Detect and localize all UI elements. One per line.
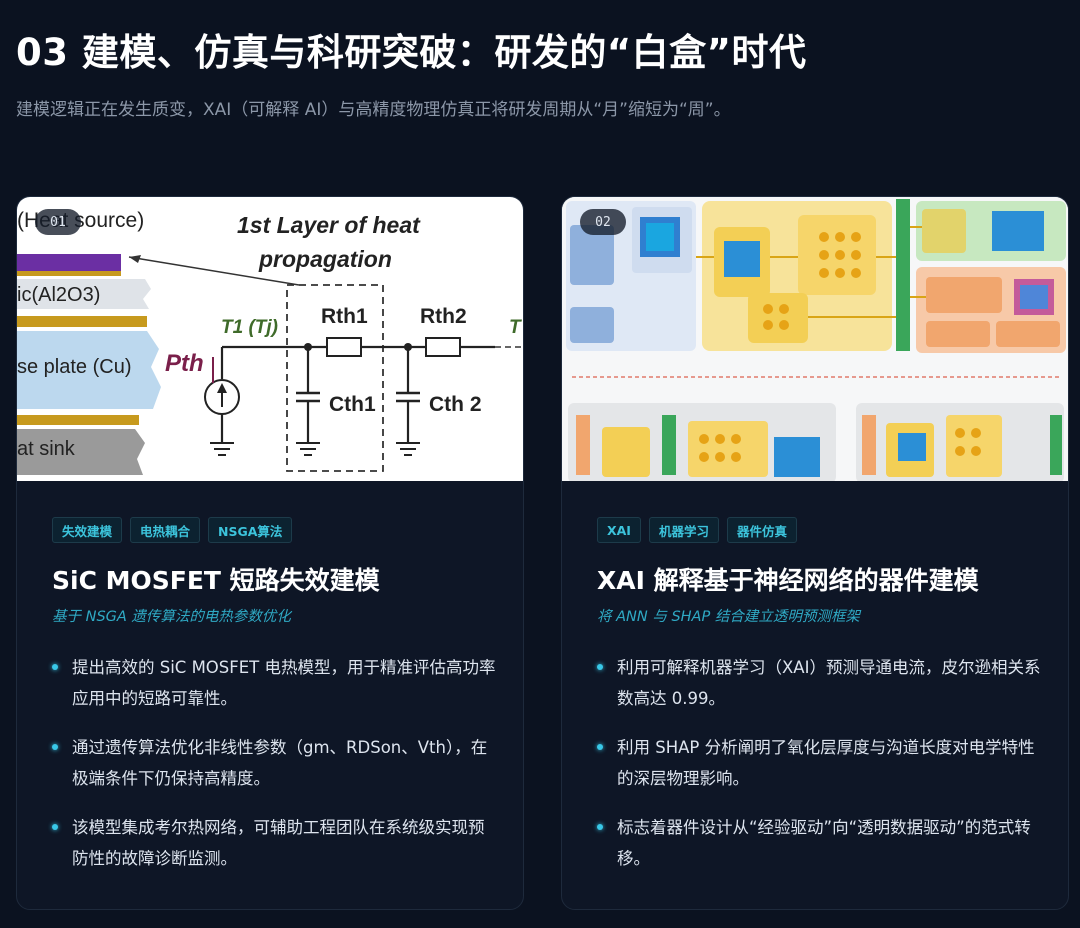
tag: 电热耦合 bbox=[130, 517, 201, 543]
card-title: XAI 解释基于神经网络的器件建模 bbox=[597, 566, 979, 595]
tag: 失效建模 bbox=[52, 517, 123, 543]
bullet-dot-icon bbox=[52, 664, 58, 670]
xai-framework-figure: 02 bbox=[562, 197, 1068, 481]
bullet-item: 提出高效的 SiC MOSFET 电热模型，用于精准评估高功率应用中的短路可靠性… bbox=[52, 652, 497, 714]
cth1-label: Cth1 bbox=[329, 393, 376, 416]
card-sic-mosfet[interactable]: (Heat source) ic(Al2O3) se plate (Cu) at… bbox=[16, 196, 524, 910]
tag: NSGA算法 bbox=[208, 517, 293, 543]
bullet-item: 利用可解释机器学习（XAI）预测导通电流，皮尔逊相关系数高达 0.99。 bbox=[597, 652, 1042, 714]
card-xai-device-modeling[interactable]: 02 XAI 机器学习 器件仿真 XAI 解释基于神经网络的器件建模 将 ANN… bbox=[561, 196, 1069, 910]
bullet-item: 标志着器件设计从“经验驱动”向“透明数据驱动”的范式转移。 bbox=[597, 812, 1042, 874]
card-number-badge: 01 bbox=[35, 209, 81, 235]
bullet-list: 提出高效的 SiC MOSFET 电热模型，用于精准评估高功率应用中的短路可靠性… bbox=[52, 652, 497, 892]
rth2-label: Rth2 bbox=[420, 305, 467, 328]
bullet-dot-icon bbox=[597, 824, 603, 830]
card-title: SiC MOSFET 短路失效建模 bbox=[52, 566, 380, 595]
t1-label: T1 (Tj) bbox=[221, 317, 278, 338]
card-subtitle: 基于 NSGA 遗传算法的电热参数优化 bbox=[52, 609, 291, 625]
bullet-dot-icon bbox=[597, 744, 603, 750]
bullet-item: 通过遗传算法优化非线性参数（gm、RDSon、Vth），在极端条件下仍保持高精度… bbox=[52, 732, 497, 794]
bullet-dot-icon bbox=[597, 664, 603, 670]
bullet-item: 该模型集成考尔热网络，可辅助工程团队在系统级实现预防性的故障诊断监测。 bbox=[52, 812, 497, 874]
t2-label: T bbox=[509, 317, 522, 338]
bullet-dot-icon bbox=[52, 744, 58, 750]
page-subtitle: 建模逻辑正在发生质变，XAI（可解释 AI）与高精度物理仿真正将研发周期从“月”… bbox=[16, 100, 731, 120]
ceramic-label: ic(Al2O3) bbox=[17, 284, 100, 306]
base-plate-label: se plate (Cu) bbox=[17, 356, 132, 378]
tag: XAI bbox=[597, 517, 641, 543]
cth2-label: Cth 2 bbox=[429, 393, 482, 416]
pth-label: Pth bbox=[165, 350, 204, 377]
bullet-list: 利用可解释机器学习（XAI）预测导通电流，皮尔逊相关系数高达 0.99。 利用 … bbox=[597, 652, 1042, 892]
layer-title-2: propagation bbox=[258, 246, 392, 272]
rth1-label: Rth1 bbox=[321, 305, 368, 328]
card-number-badge: 02 bbox=[580, 209, 626, 235]
tag-list: 失效建模 电热耦合 NSGA算法 bbox=[52, 517, 293, 543]
layer-title-1: 1st Layer of heat bbox=[237, 212, 421, 238]
tag: 机器学习 bbox=[648, 517, 719, 543]
tag: 器件仿真 bbox=[726, 517, 797, 543]
card-subtitle: 将 ANN 与 SHAP 结合建立透明预测框架 bbox=[597, 609, 860, 625]
heat-sink-label: at sink bbox=[17, 438, 76, 460]
page-title: 03 建模、仿真与科研突破：研发的“白盒”时代 bbox=[16, 31, 807, 74]
bullet-dot-icon bbox=[52, 824, 58, 830]
tag-list: XAI 机器学习 器件仿真 bbox=[597, 517, 797, 543]
thermal-network-figure: (Heat source) ic(Al2O3) se plate (Cu) at… bbox=[17, 197, 523, 481]
bullet-item: 利用 SHAP 分析阐明了氧化层厚度与沟道长度对电学特性的深层物理影响。 bbox=[597, 732, 1042, 794]
